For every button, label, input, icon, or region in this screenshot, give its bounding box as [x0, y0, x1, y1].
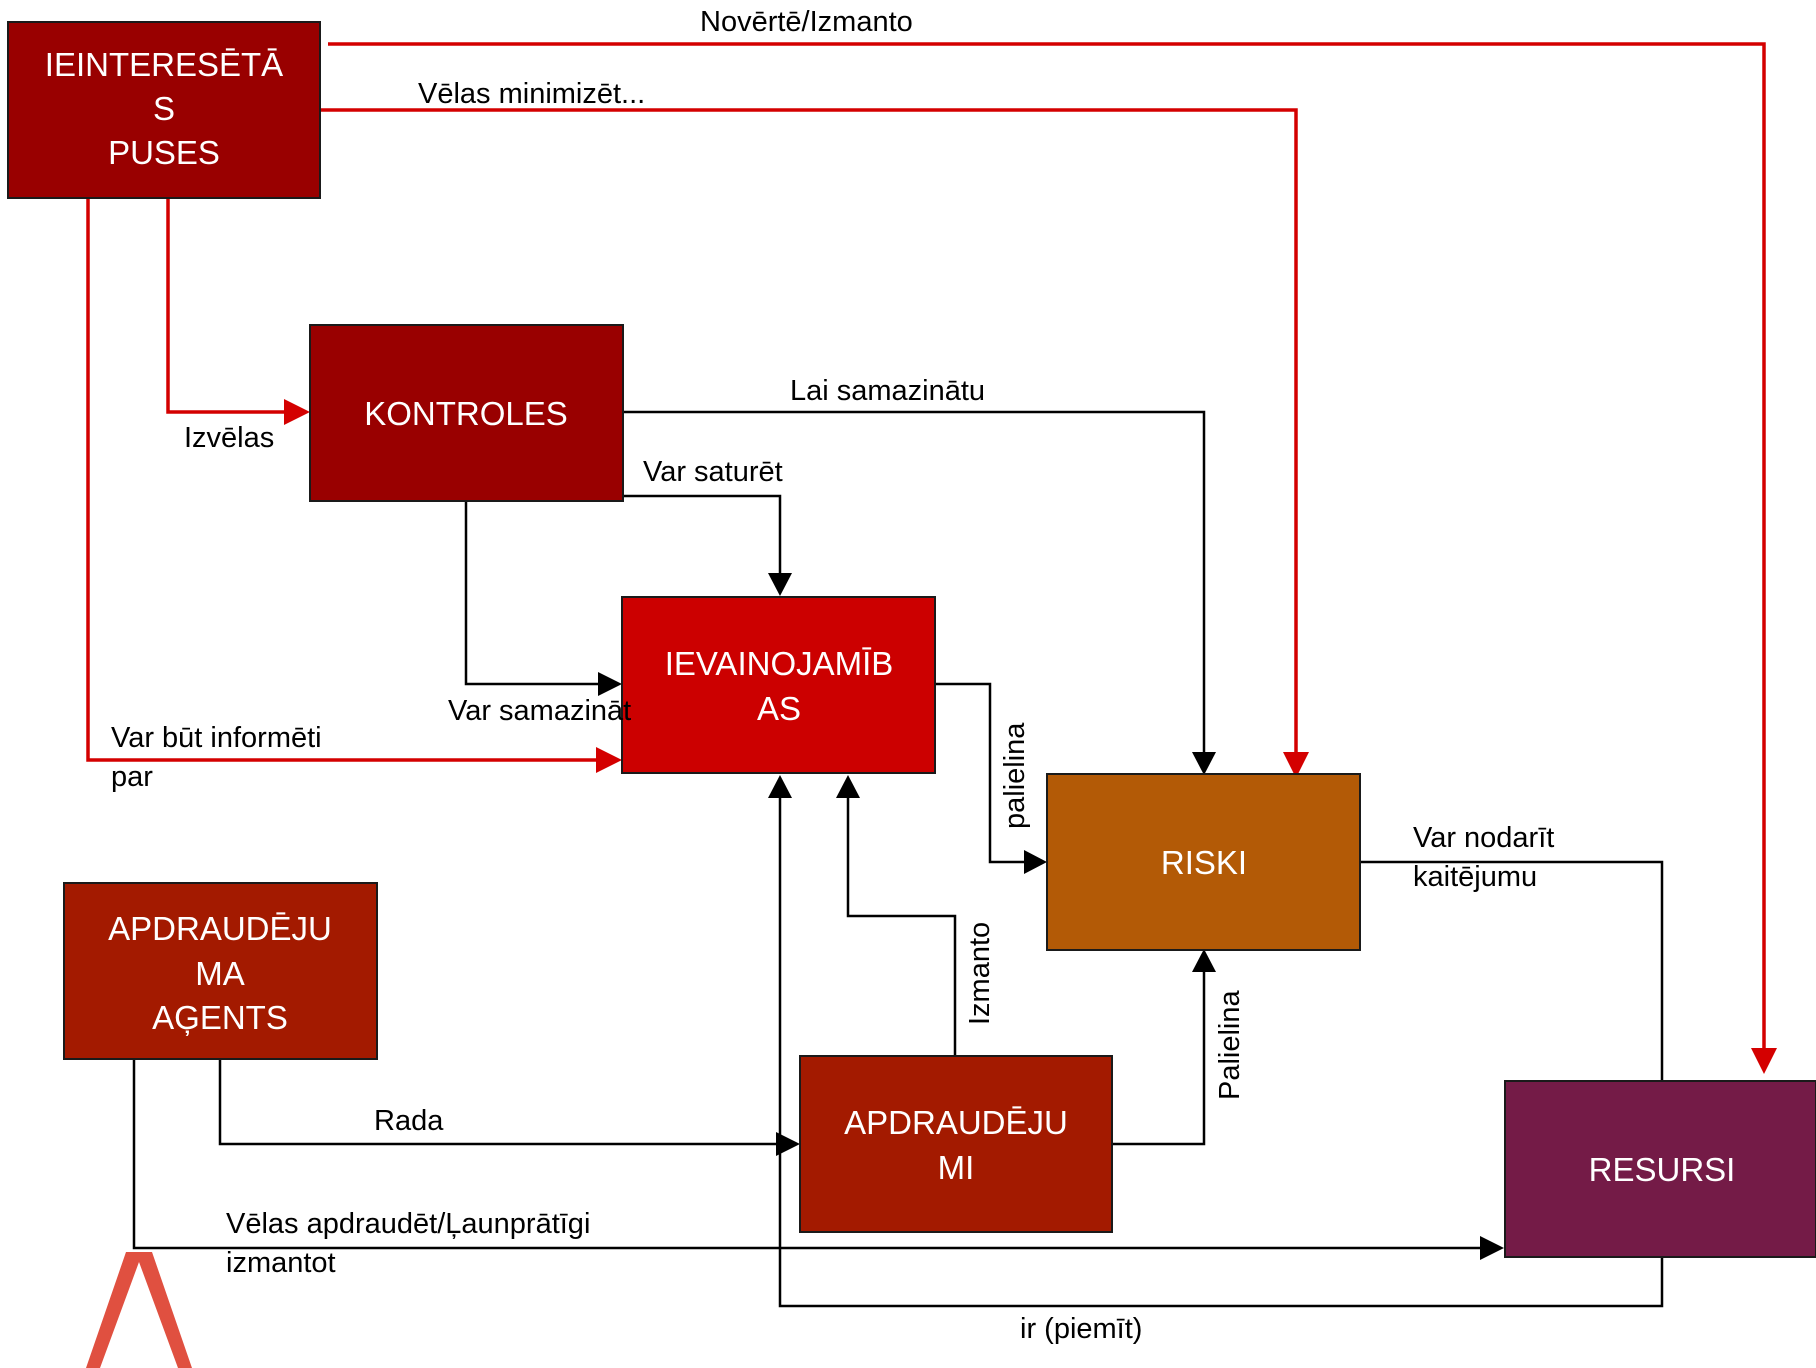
edge-stakeholders-risks: [320, 108, 1298, 752]
node-label-line: IEINTERESĒTĀ: [45, 46, 283, 83]
node-label-line: MA: [195, 955, 245, 992]
edge-label-wish-threaten-line2: izmantot: [226, 1247, 336, 1279]
node-stakeholders[interactable]: IEINTERESĒTĀ S PUSES: [7, 21, 321, 199]
arrowhead-vulnerabilities-top: [768, 573, 792, 596]
node-threat-agent-box: [63, 882, 378, 1060]
edge-agent-resources: [132, 1060, 1480, 1250]
node-label-line: AĢENTS: [152, 999, 288, 1036]
edge-vulnerabilities-risks: [935, 682, 1024, 864]
arrowhead-vulnerabilities-bottom-right: [836, 775, 860, 798]
edge-controls-vulnerabilities-contain: [623, 494, 782, 574]
node-label-line: S: [153, 90, 175, 127]
node-vulnerabilities[interactable]: IEVAINOJAMĪB AS: [621, 596, 936, 774]
edge-label-may-harm-line2: kaitējumu: [1413, 861, 1537, 893]
edge-resources-vulnerabilities: [778, 796, 1664, 1308]
node-risks-box: [1046, 773, 1361, 951]
edge-stakeholders-resources: [328, 42, 1766, 1048]
arrowhead-risks-top-black: [1192, 752, 1216, 775]
edge-threats-vulnerabilities: [846, 796, 957, 1056]
edge-label-assess-use: Novērtē/Izmanto: [700, 6, 913, 38]
edge-risks-resources: [1360, 860, 1664, 1080]
edge-agent-threats: [218, 1060, 778, 1146]
edge-label-wish-minimize: Vēlas minimizēt...: [418, 78, 645, 110]
edge-label-may-reduce: Var samazināt: [448, 695, 631, 727]
node-controls[interactable]: KONTROLES: [309, 324, 624, 502]
arrowhead-resources-left: [1480, 1236, 1504, 1260]
node-label-line: PUSES: [108, 134, 220, 171]
node-threats[interactable]: APDRAUDĒJU MI: [799, 1055, 1113, 1233]
edge-controls-vulnerabilities-reduce: [464, 500, 602, 686]
node-resources-box: [1504, 1080, 1816, 1258]
edge-label-increases-vulnerabilities: palielina: [999, 722, 1031, 829]
node-controls-box: [309, 324, 624, 502]
node-label-line: RESURSI: [1589, 1151, 1736, 1188]
edge-label-may-harm-line1: Var nodarīt: [1413, 822, 1554, 854]
node-label-line: AS: [757, 690, 801, 727]
arrowhead-resources-top: [1751, 1048, 1777, 1074]
arrowhead-controls-left: [284, 399, 310, 425]
edge-stakeholders-controls: [166, 198, 284, 414]
edge-label-may-be-informed-line1: Var būt informēti: [111, 722, 322, 754]
node-vulnerabilities-box: [621, 596, 936, 774]
edge-stakeholders-vulnerabilities: [86, 198, 596, 762]
node-label-line: APDRAUDĒJU: [844, 1104, 1068, 1141]
arrowhead-risks-bottom: [1192, 949, 1216, 972]
node-label-line: IEVAINOJAMĪB: [665, 645, 894, 682]
arrowhead-risks-top-red: [1283, 752, 1309, 778]
node-label-line: APDRAUDĒJU: [108, 910, 332, 947]
arrowhead-threats-left: [776, 1132, 800, 1156]
edge-label-wish-threaten-line1: Vēlas apdraudēt/Ļaunprātīgi: [226, 1208, 590, 1240]
node-resources[interactable]: RESURSI: [1504, 1080, 1816, 1258]
arrowhead-vulnerabilities-left-black: [598, 672, 622, 696]
node-label-line: KONTROLES: [364, 395, 568, 432]
edge-threats-risks: [1112, 970, 1206, 1146]
node-threats-box: [799, 1055, 1113, 1233]
node-threat-agent[interactable]: APDRAUDĒJU MA AĢENTS: [63, 882, 378, 1060]
arrowhead-vulnerabilities-left-red: [596, 747, 622, 773]
node-stakeholders-box: [7, 21, 321, 199]
node-label-line: MI: [938, 1149, 975, 1186]
figure-mark-icon: [86, 1252, 192, 1368]
edge-controls-risks: [623, 410, 1206, 754]
node-risks[interactable]: RISKI: [1046, 773, 1361, 951]
edge-label-increases-threats: Palielina: [1214, 990, 1246, 1100]
node-label-line: RISKI: [1161, 844, 1247, 881]
edge-label-may-be-informed-line2: par: [111, 761, 153, 793]
edge-label-uses: Izmanto: [964, 922, 996, 1025]
edge-label-choose: Izvēlas: [184, 422, 274, 454]
arrowhead-risks-left: [1024, 850, 1047, 874]
edge-label-creates: Rada: [374, 1105, 444, 1137]
arrowhead-vulnerabilities-bottom-left: [768, 775, 792, 798]
edge-label-may-contain: Var saturēt: [643, 456, 783, 488]
edge-label-to-reduce: Lai samazinātu: [790, 375, 985, 407]
edge-label-has: ir (piemīt): [1020, 1313, 1142, 1345]
